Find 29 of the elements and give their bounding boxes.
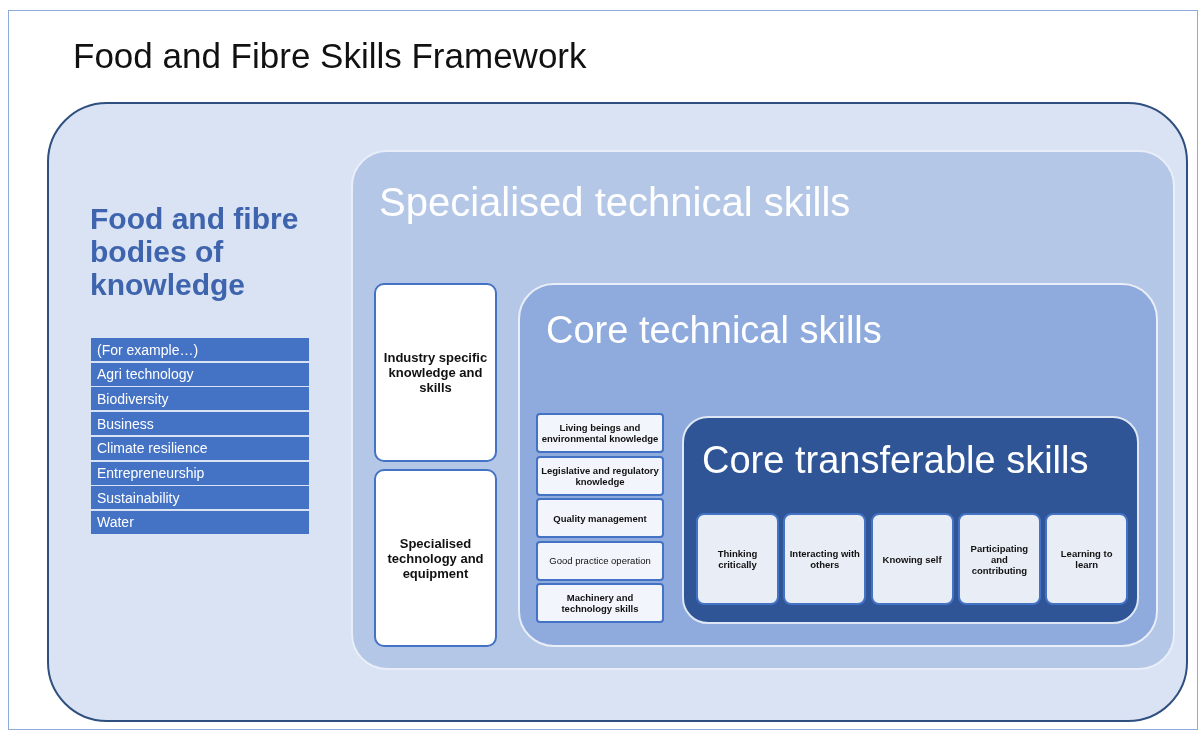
list-item: (For example…): [90, 337, 310, 362]
panel-heading: Core technical skills: [546, 310, 883, 352]
list-item: Business: [90, 411, 310, 437]
panel-heading: Core transferable skills: [702, 440, 1090, 482]
skill-card: Legislative and regulatory knowledge: [536, 455, 664, 496]
skill-card: Specialised technology and equipment: [374, 469, 497, 647]
diagram-title: Food and Fibre Skills Framework: [73, 36, 587, 76]
skill-card: Thinking critically: [696, 513, 779, 605]
skill-card: Industry specific knowledge and skills: [374, 283, 497, 462]
skills-panel: [351, 150, 1175, 670]
skill-card: Learning to learn: [1045, 513, 1129, 605]
list-item: Climate resilience: [90, 435, 310, 461]
list-item: Agri technology: [90, 361, 310, 387]
list-item: Biodiversity: [90, 386, 310, 412]
skill-card: Interacting with others: [783, 513, 867, 605]
list-item: Water: [90, 509, 310, 535]
skills-panel: [682, 416, 1139, 624]
skill-card: Participating and contributing: [957, 513, 1041, 605]
panel-heading: Food and fibre bodies of knowledge: [90, 202, 300, 301]
list-item: Sustainability: [90, 485, 310, 511]
skill-card: Good practice operation: [536, 540, 664, 581]
outer-panel: [47, 102, 1188, 722]
list-item: Entrepreneurship: [90, 460, 310, 486]
skill-card: Living beings and environmental knowledge: [536, 413, 664, 453]
skills-panel: [518, 283, 1158, 647]
panel-heading: Specialised technical skills: [379, 180, 852, 224]
skill-card: Quality management: [536, 498, 664, 538]
skill-card: Knowing self: [870, 513, 954, 605]
skill-card: Machinery and technology skills: [536, 583, 664, 623]
